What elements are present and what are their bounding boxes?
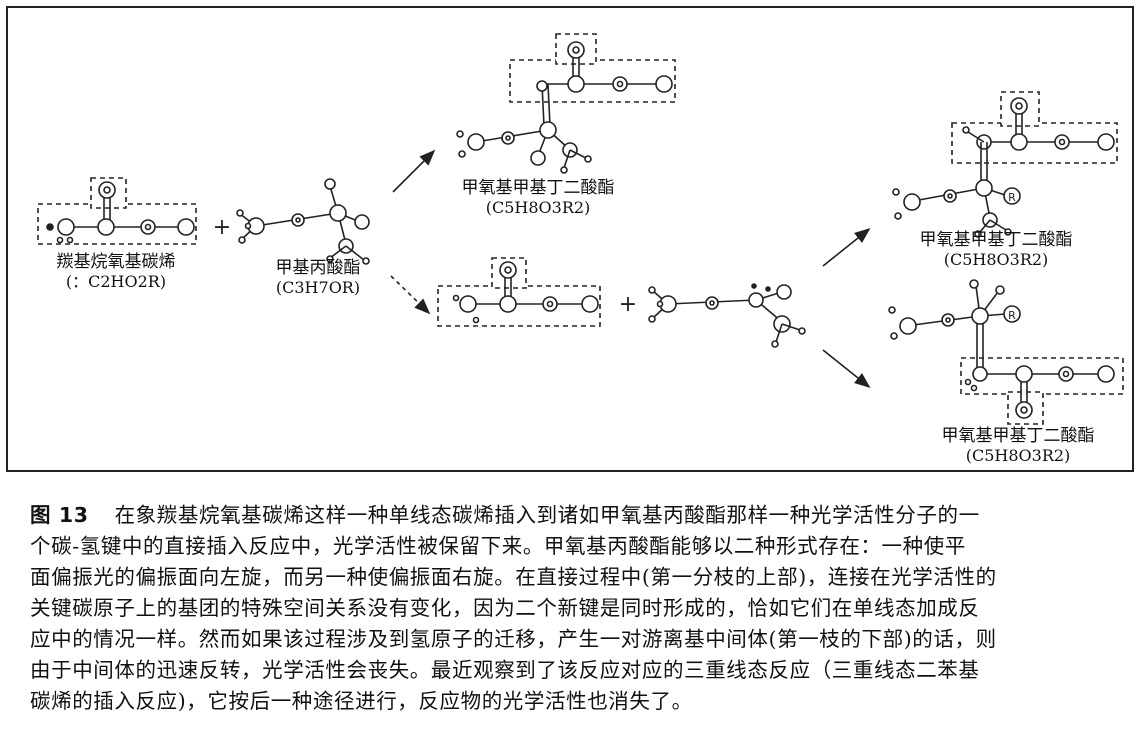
molecule-carbene xyxy=(37,177,197,245)
label-product-right-top: 甲氧基甲基丁二酸酯 (C5H8O3R2) xyxy=(920,230,1073,270)
molecule-diagram: R R xyxy=(37,33,1124,425)
molecule-radical-propionate xyxy=(648,283,806,348)
label-product-right-bottom-formula: (C5H8O3R2) xyxy=(965,446,1071,465)
arrow-to-product-bottom xyxy=(822,349,871,388)
label-product-upper-formula: (C5H8O3R2) xyxy=(485,198,591,217)
caption-line-1: 图 13 在象羰基烷氧基碳烯这样一种单线态碳烯插入到诸如甲氧基丙酸酯那样一种光学活… xyxy=(30,500,1128,531)
caption-line-3: 面偏振光的偏振面向左旋，而另一种使偏振面右旋。在直接过程中(第一分枝的上部)，连… xyxy=(30,565,997,589)
label-methyl-propionate-name: 甲基丙酸酯 xyxy=(275,258,361,278)
label-product-upper: 甲氧基甲基丁二酸酯 (C5H8O3R2) xyxy=(462,178,615,218)
arrow-to-product-top xyxy=(822,228,871,267)
molecule-product-upper xyxy=(456,33,676,174)
molecule-methyl-propionate xyxy=(236,178,370,265)
label-product-right-top-name: 甲氧基甲基丁二酸酯 xyxy=(919,230,1073,250)
molecule-radical-ester xyxy=(437,257,601,327)
label-product-right-top-formula: (C5H8O3R2) xyxy=(943,250,1049,269)
caption-line-5: 应中的情况一样。然而如果该过程涉及到氢原子的迁移，产生一对游离基中间体(第一枝的… xyxy=(30,627,997,651)
label-methyl-propionate-formula: (C3H7OR) xyxy=(275,278,361,297)
caption-line-2: 个碳-氢键中的直接插入反应中，光学活性被保留下来。甲氧基丙酸酯能够以二种形式存在… xyxy=(30,534,966,558)
arrow-lower-path xyxy=(390,275,431,315)
label-carbene: 羰基烷氧基碳烯 (：C2HO2R) xyxy=(57,252,176,292)
plus-sign-middle: + xyxy=(619,292,637,317)
plus-sign-left: + xyxy=(213,215,231,240)
molecule-product-right-bottom: R xyxy=(888,279,1124,425)
label-carbene-name: 羰基烷氧基碳烯 xyxy=(56,252,176,272)
caption-line-7: 碳烯的插入反应)，它按后一种途径进行，反应物的光学活性也消失了。 xyxy=(30,689,693,713)
caption-line-6: 由于中间体的迅速反转，光学活性会丧失。最近观察到了该反应对应的三重线态反应（三重… xyxy=(30,658,980,682)
reaction-figure: R R xyxy=(6,6,1134,472)
atom-r-bottom: R xyxy=(1008,309,1016,322)
figure-caption: 图 13 在象羰基烷氧基碳烯这样一种单线态碳烯插入到诸如甲氧基丙酸酯那样一种光学活… xyxy=(30,500,1128,717)
caption-number: 图 13 xyxy=(30,503,89,527)
caption-line-4: 关键碳原子上的基团的特殊空间关系没有变化，因为二个新键是同时形成的，恰如它们在单… xyxy=(30,596,980,620)
label-product-upper-name: 甲氧基甲基丁二酸酯 xyxy=(461,178,615,198)
label-carbene-formula: (：C2HO2R) xyxy=(65,272,167,291)
molecule-product-right-top: R xyxy=(892,91,1118,238)
caption-text-1: 在象羰基烷氧基碳烯这样一种单线态碳烯插入到诸如甲氧基丙酸酯那样一种光学活性分子的… xyxy=(114,503,980,527)
arrow-upper-path xyxy=(392,149,436,193)
atom-r-top: R xyxy=(1008,191,1016,204)
label-product-right-bottom-name: 甲氧基甲基丁二酸酯 xyxy=(941,426,1095,446)
label-methyl-propionate: 甲基丙酸酯 (C3H7OR) xyxy=(276,258,361,298)
label-product-right-bottom: 甲氧基甲基丁二酸酯 (C5H8O3R2) xyxy=(942,426,1095,466)
